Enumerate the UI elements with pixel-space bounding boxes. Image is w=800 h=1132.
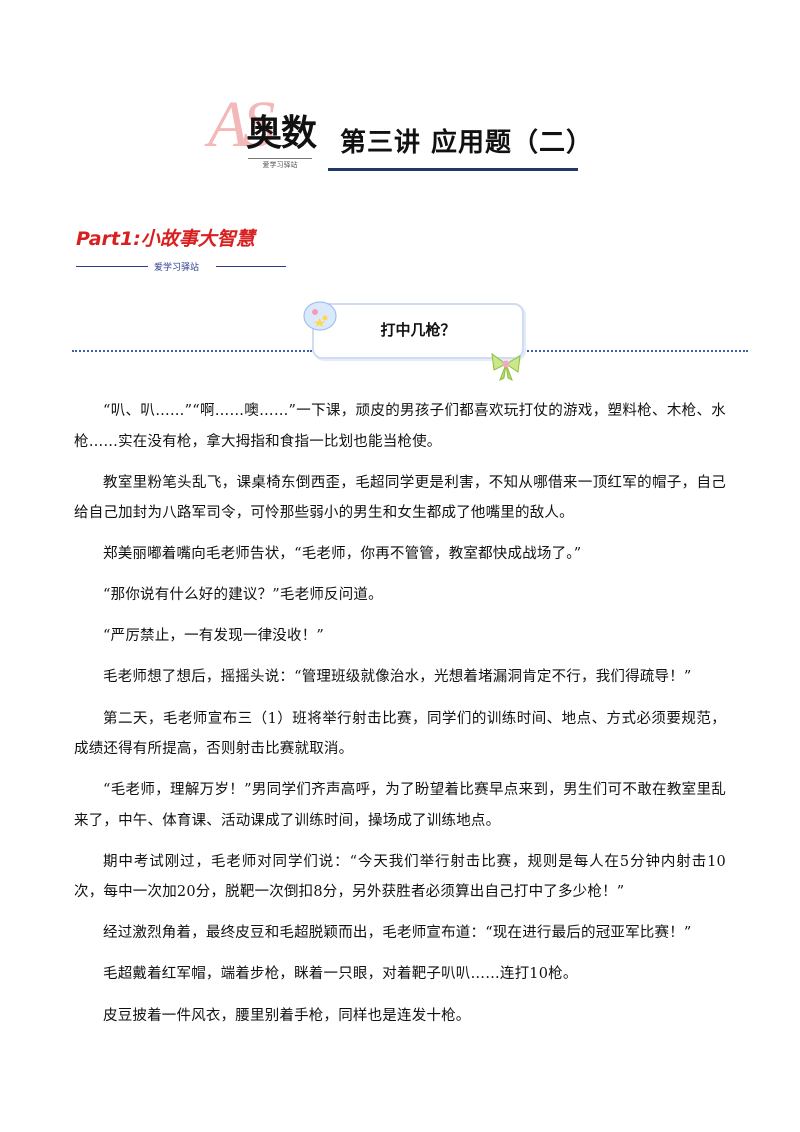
cloud-bubble-icon [303, 301, 337, 331]
story-title: 打中几枪？ [380, 321, 456, 339]
story-paragraph: “叭、叭……”“啊……噢……”一下课，顽皮的男孩子们都喜欢玩打仗的游戏，塑料枪、… [74, 403, 726, 450]
story-paragraph: “严厉禁止，一有发现一律没收！” [103, 628, 325, 645]
story-paragraph: 郑美丽嘟着嘴向毛老师告状，“毛老师，你再不管管，教室都快成战场了。” [103, 546, 582, 563]
part-subtitle-row: 爱学习驿站 [76, 260, 286, 273]
story-body: “叭、叭……”“啊……噢……”一下课，顽皮的男孩子们都喜欢玩打仗的游戏，塑料枪、… [74, 396, 726, 1042]
logo-letters: AS [208, 88, 275, 161]
story-paragraph: 第二天，毛老师宣布三（1）班将举行射击比赛，同学们的训练时间、地点、方式必须要规… [74, 710, 726, 758]
story-paragraph: 皮豆披着一件风衣，腰里别着手枪，同样也是连发十枪。 [103, 1007, 471, 1024]
part-subtitle: 爱学习驿站 [154, 263, 200, 273]
divider [76, 266, 148, 267]
story-paragraph: 经过激烈角着，最终皮豆和毛超脱颖而出，毛老师宣布道：“现在进行最后的冠亚军比赛！… [103, 925, 692, 942]
story-paragraph: 毛老师想了想后，摇摇头说：“管理班级就像治水，光想着堵漏洞肯定不行，我们得疏导！… [103, 669, 692, 686]
part-label: Part1:小故事大智慧 [76, 228, 255, 250]
story-paragraph: 期中考试刚过，毛老师对同学们说：“今天我们举行射击比赛，规则是每人在5分钟内射击… [74, 853, 726, 901]
story-paragraph: 毛超戴着红军帽，端着步枪，眯着一只眼，对着靶子叭叭……连打10枪。 [103, 966, 578, 983]
dotted-divider-left [72, 350, 312, 352]
logo-text: 奥数 [246, 113, 317, 154]
dotted-divider-right [520, 350, 748, 352]
story-paragraph: “毛老师，理解万岁！”男同学们齐声高呼，为了盼望着比赛早点来到，男生们可不敢在教… [74, 782, 726, 829]
part-heading: Part1:小故事大智慧 爱学习驿站 [76, 230, 296, 280]
title-underline [328, 168, 578, 171]
ribbon-bow-icon [491, 352, 521, 382]
page-header: AS 奥数 爱学习驿站 第三讲 应用题（二） [200, 92, 600, 182]
divider [216, 266, 286, 267]
story-title-banner: 打中几枪？ [312, 303, 524, 359]
story-paragraph: “那你说有什么好的建议？”毛老师反问道。 [103, 587, 383, 604]
logo-subtext: 爱学习驿站 [248, 158, 312, 170]
story-paragraph: 教室里粉笔头乱飞，课桌椅东倒西歪，毛超同学更是利害，不知从哪借来一顶红军的帽子，… [74, 474, 726, 522]
lesson-title: 第三讲 应用题（二） [340, 128, 594, 158]
